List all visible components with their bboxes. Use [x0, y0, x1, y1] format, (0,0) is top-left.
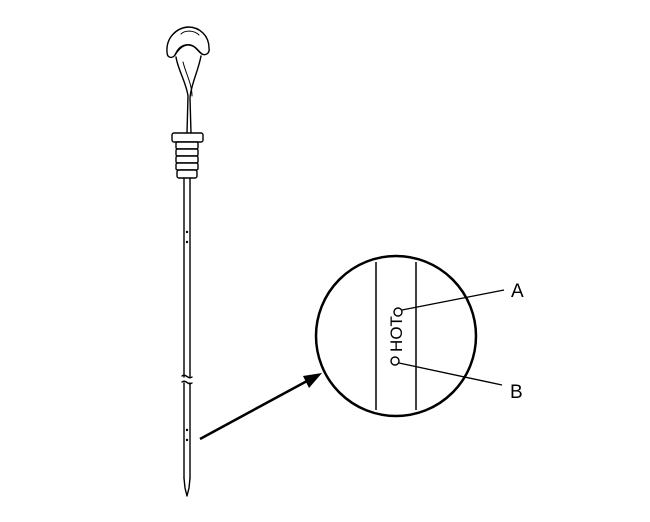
callout-label-a: A [511, 281, 524, 302]
lower-level-hole [390, 356, 400, 366]
hot-marking: HOT [387, 316, 406, 352]
detail-magnifier: HOT [314, 254, 478, 418]
dipstick-blade [181, 177, 193, 497]
blade-marks [185, 230, 189, 442]
upper-level-hole [393, 307, 403, 317]
callout-label-b: B [510, 382, 523, 403]
dipstick-handle [166, 26, 210, 134]
detail-arrow [199, 373, 322, 441]
callout-leaders [398, 289, 505, 386]
dipstick [166, 26, 210, 497]
dipstick-collar [171, 132, 204, 179]
